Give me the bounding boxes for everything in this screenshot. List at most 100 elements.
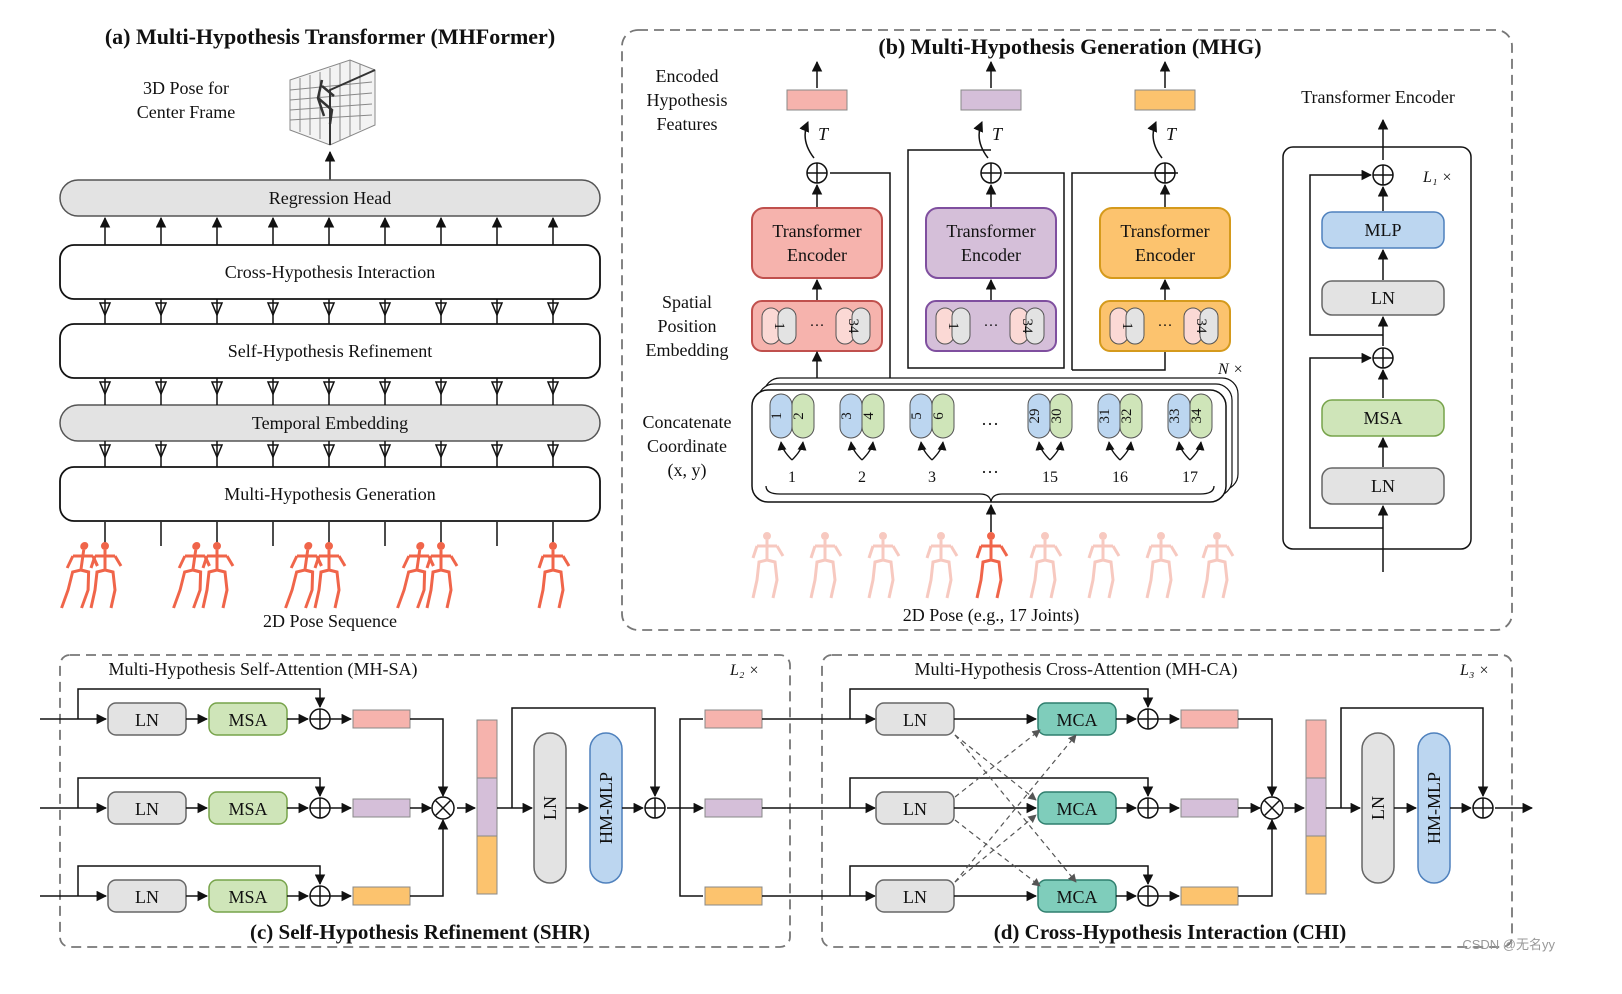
spatial-label-3: Embedding <box>646 340 729 360</box>
mhsa-header: Multi-Hypothesis Self-Attention (MH-SA) <box>109 659 418 680</box>
panel-b: (b) Multi-Hypothesis Generation (MHG) En… <box>621 29 1513 631</box>
spe-dots: ··· <box>984 318 999 334</box>
coord-y: 30 <box>1049 409 1065 424</box>
pose3d-caption-2: Center Frame <box>137 102 235 122</box>
transformer-encoder-purple <box>925 207 1057 279</box>
te-label-2: Encoder <box>787 245 847 265</box>
concat-label-2: Coordinate <box>647 436 727 456</box>
pose-2d-icon <box>201 541 235 610</box>
pose-2d-icon <box>60 540 103 610</box>
panel-a-title: (a) Multi-Hypothesis Transformer (MHForm… <box>105 24 555 49</box>
pose-frame-icon <box>751 531 785 600</box>
pose-frame-icon <box>1087 531 1121 600</box>
msa-box <box>1321 399 1445 437</box>
hypothesis-column-3: T Transformer Encoder ··· 1 34 <box>1071 60 1231 371</box>
pose-2d-icon <box>284 540 327 610</box>
coord-x: 31 <box>1097 409 1113 424</box>
joint-ellipsis: ··· <box>981 462 999 482</box>
shr-label: Self-Hypothesis Refinement <box>228 341 432 361</box>
temporal-box <box>59 404 601 442</box>
pose-2d-icon <box>89 541 123 610</box>
pose-frame-icon <box>1029 531 1063 600</box>
ln-box <box>1321 280 1445 316</box>
spatial-label-2: Position <box>657 316 716 336</box>
te-label-2: Encoder <box>1135 245 1195 265</box>
chi-box <box>59 244 601 300</box>
mhca-header: Multi-Hypothesis Cross-Attention (MH-CA) <box>915 659 1238 680</box>
pose3d-caption-1: 3D Pose for <box>143 78 229 98</box>
pose-2d-icon <box>537 541 571 610</box>
hypothesis-feature <box>1180 709 1239 729</box>
concat-purple <box>476 777 498 837</box>
panel-a: (a) Multi-Hypothesis Transformer (MHForm… <box>59 24 601 631</box>
te-label-1: Transformer <box>772 221 861 241</box>
encoded-feature-purple <box>960 89 1022 111</box>
spe-first: 1 <box>771 322 787 330</box>
coord-y: 6 <box>931 412 947 420</box>
hm-mlp-label: HM-MLP <box>596 772 616 844</box>
te-detail-title: Transformer Encoder <box>1301 87 1455 107</box>
coord-x: 5 <box>909 412 925 420</box>
hypothesis-feature <box>1180 886 1239 906</box>
chi-label: Cross-Hypothesis Interaction <box>225 262 435 282</box>
pose-frame-icon <box>925 531 959 600</box>
joint-label: 15 <box>1042 469 1058 486</box>
encoded-label-2: Hypothesis <box>647 90 728 110</box>
te-label-1: Transformer <box>1120 221 1209 241</box>
coordinate-stack-box <box>751 389 1227 503</box>
l3-label: L₃ × <box>1459 662 1489 679</box>
spe-last: 34 <box>845 319 861 335</box>
coord-x: 1 <box>769 412 785 420</box>
pose-2d-icon <box>396 540 439 610</box>
encoded-feature-orange <box>1134 89 1196 111</box>
hypothesis-column-1: T Transformer Encoder ··· 1 34 <box>751 60 891 380</box>
pose-sequence-caption: 2D Pose Sequence <box>263 611 397 631</box>
te-label-2: Encoder <box>961 245 1021 265</box>
joint-label: 3 <box>928 469 936 486</box>
panel-b-title: (b) Multi-Hypothesis Generation (MHG) <box>878 34 1261 59</box>
coord-y: 34 <box>1189 408 1205 424</box>
ln-label: LN <box>135 799 159 819</box>
mhg-label: Multi-Hypothesis Generation <box>224 484 435 504</box>
ln-label: LN <box>1371 288 1395 308</box>
transformer-encoder-orange <box>1099 207 1231 279</box>
concat-label-3: (x, y) <box>668 460 707 481</box>
ln-label: LN <box>903 799 927 819</box>
spe-last: 34 <box>1019 319 1035 335</box>
msa-label: MSA <box>228 799 267 819</box>
panel-c: Multi-Hypothesis Self-Attention (MH-SA) … <box>40 654 791 948</box>
t-symbol: T <box>818 124 830 144</box>
msa-label: MSA <box>1363 408 1402 428</box>
pose-frame-icon <box>809 531 843 600</box>
pose-frames-icons <box>751 531 1235 600</box>
watermark: CSDN @无名yy <box>1462 937 1555 952</box>
hypothesis-column-2: T Transformer Encoder ··· 1 34 <box>907 60 1065 369</box>
ln-label: LN <box>135 887 159 907</box>
joint-label: 16 <box>1112 469 1128 486</box>
pose-caption: 2D Pose (e.g., 17 Joints) <box>903 605 1080 626</box>
mca-label: MCA <box>1056 710 1097 730</box>
concat-orange <box>476 835 498 895</box>
concat-pink <box>476 719 498 779</box>
temporal-label: Temporal Embedding <box>252 413 408 433</box>
spe-dots: ··· <box>1158 318 1173 334</box>
coord-ellipsis: ··· <box>981 414 999 434</box>
hypothesis-feature <box>1180 798 1239 818</box>
pose-2d-icon <box>313 541 347 610</box>
spatial-label-1: Spatial <box>662 292 712 312</box>
ln-label: LN <box>903 887 927 907</box>
panel-d-title: (d) Cross-Hypothesis Interaction (CHI) <box>994 920 1347 944</box>
coord-y: 32 <box>1119 409 1135 424</box>
panel-c-title: (c) Self-Hypothesis Refinement (SHR) <box>250 920 590 944</box>
transformer-encoder-pink <box>751 207 883 279</box>
concat-label-1: Concatenate <box>643 412 732 432</box>
regression-head-box <box>59 179 601 217</box>
transformer-encoder-detail: Transformer Encoder L₁ × MLP LN MSA LN <box>1282 87 1472 572</box>
hypothesis-feature <box>352 886 411 906</box>
coord-x: 3 <box>839 412 855 420</box>
ln-label: LN <box>135 710 159 730</box>
pose-2d-icon <box>172 540 215 610</box>
ln-label-2: LN <box>1371 476 1395 496</box>
